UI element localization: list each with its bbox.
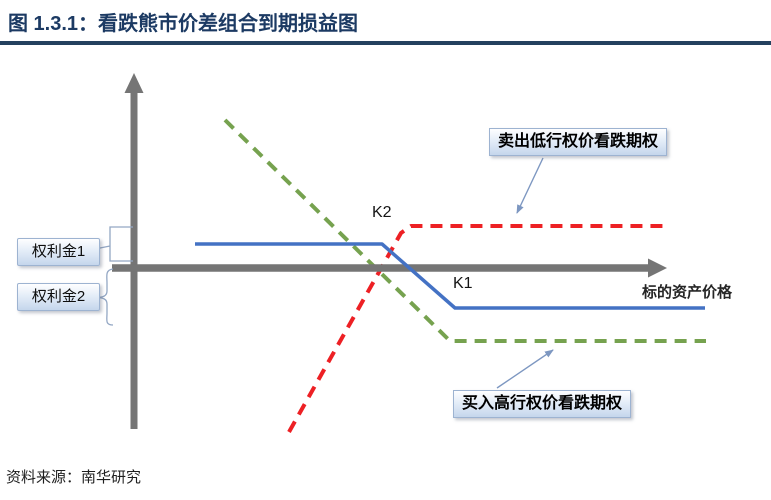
premium1-bracket bbox=[94, 226, 133, 262]
premium2-label: 权利金2 bbox=[17, 283, 100, 311]
figure-title: 图 1.3.1：看跌熊市价差组合到期损益图 bbox=[8, 13, 359, 35]
y-axis-arrowhead bbox=[124, 73, 144, 93]
source-note: 资料来源：南华研究 bbox=[6, 469, 142, 486]
sell-put-payoff-line bbox=[287, 224, 663, 433]
premium1-label: 权利金1 bbox=[17, 238, 100, 266]
x-axis-arrowhead bbox=[648, 258, 667, 278]
sell-callout-arrow bbox=[516, 157, 544, 214]
buy-put-payoff-line bbox=[223, 118, 706, 343]
x-axis-label: 标的资产价格 bbox=[642, 284, 733, 301]
strike-k2-label: K2 bbox=[372, 204, 392, 221]
callout-sell-put: 卖出低行权价看跌期权 bbox=[489, 128, 667, 156]
title-underline bbox=[0, 41, 771, 45]
combo-payoff-line bbox=[195, 242, 705, 310]
buy-callout-arrow bbox=[496, 349, 554, 389]
strike-k1-label: K1 bbox=[453, 275, 473, 292]
callout-buy-put: 买入高行权价看跌期权 bbox=[453, 390, 631, 418]
